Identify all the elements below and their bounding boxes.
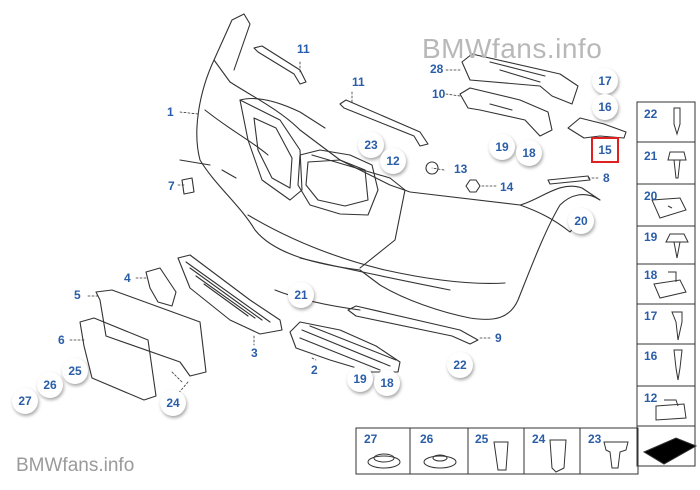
trim-strip-upper[interactable]: [253, 45, 307, 85]
sidebar-part-20[interactable]: 20: [644, 189, 658, 203]
callout-2[interactable]: 2: [311, 363, 318, 377]
kidney-grille[interactable]: [239, 99, 406, 269]
callout-13[interactable]: 13: [454, 162, 468, 176]
callout-25[interactable]: 25: [62, 358, 88, 384]
sidebar-part-18[interactable]: 18: [644, 268, 658, 282]
callout-11-upper[interactable]: 11: [297, 42, 310, 56]
callout-28[interactable]: 28: [430, 62, 444, 76]
bottom-part-27[interactable]: 27: [364, 432, 378, 446]
parts-sidebar: [636, 101, 698, 467]
sidebar-part-19[interactable]: 19: [644, 230, 658, 244]
callout-14[interactable]: 14: [500, 180, 514, 194]
bottom-part-23[interactable]: 23: [588, 432, 602, 446]
callout-11-lower[interactable]: 11: [352, 75, 365, 89]
bracket-28[interactable]: [461, 53, 579, 105]
bracket-10[interactable]: [459, 87, 553, 137]
watermark-bottom: BMWfans.info: [16, 455, 135, 476]
bottom-part-25[interactable]: 25: [475, 432, 489, 446]
callout-27[interactable]: 27: [12, 388, 38, 414]
callout-8[interactable]: 8: [603, 171, 610, 185]
callout-5[interactable]: 5: [74, 288, 81, 302]
part-15-fog-bracket[interactable]: [567, 117, 627, 139]
sidebar-part-12[interactable]: 12: [644, 391, 658, 405]
callout-4[interactable]: 4: [124, 271, 131, 285]
sidebar-part-21[interactable]: 21: [644, 149, 658, 163]
callout-26[interactable]: 26: [37, 372, 63, 398]
callout-7[interactable]: 7: [168, 179, 175, 193]
strip-8[interactable]: [547, 175, 591, 185]
callout-16[interactable]: 16: [592, 94, 618, 120]
callout-18-upper[interactable]: 18: [516, 140, 542, 166]
callout-17[interactable]: 17: [592, 68, 618, 94]
license-bracket-5[interactable]: [95, 289, 207, 377]
selected-callout-15[interactable]: 15: [591, 137, 619, 163]
callout-23[interactable]: 23: [358, 132, 384, 158]
callout-18-lower[interactable]: 18: [374, 370, 400, 396]
callout-6[interactable]: 6: [58, 333, 65, 347]
bottom-part-24[interactable]: 24: [532, 432, 546, 446]
sidebar-part-22[interactable]: 22: [644, 107, 658, 121]
bottom-part-26[interactable]: 26: [420, 432, 434, 446]
callout-12[interactable]: 12: [380, 148, 406, 174]
sidebar-part-17[interactable]: 17: [644, 309, 658, 323]
clip-14[interactable]: [465, 179, 481, 193]
callout-9[interactable]: 9: [495, 331, 502, 345]
callout-3[interactable]: 3: [251, 346, 258, 360]
callout-1[interactable]: 1: [167, 105, 174, 119]
fog-grille-2[interactable]: [289, 321, 401, 373]
callout-24[interactable]: 24: [160, 390, 186, 416]
strip-9[interactable]: [347, 305, 479, 345]
lower-grille[interactable]: [177, 254, 283, 335]
cap-7[interactable]: [181, 177, 195, 195]
clip-13[interactable]: [425, 161, 439, 175]
bracket-4[interactable]: [145, 267, 177, 307]
callout-10[interactable]: 10: [432, 87, 446, 101]
callout-19-lower[interactable]: 19: [347, 366, 373, 392]
callout-19-upper[interactable]: 19: [489, 134, 515, 160]
callout-22[interactable]: 22: [447, 352, 473, 378]
callout-21[interactable]: 21: [288, 282, 314, 308]
trim-strip-lower[interactable]: [339, 99, 429, 147]
sidebar-part-16[interactable]: 16: [644, 349, 658, 363]
callout-20[interactable]: 20: [568, 208, 594, 234]
license-plate-6[interactable]: [79, 317, 157, 401]
bottom-parts-panel: [355, 427, 639, 475]
watermark-top: BMWfans.info: [422, 33, 603, 64]
